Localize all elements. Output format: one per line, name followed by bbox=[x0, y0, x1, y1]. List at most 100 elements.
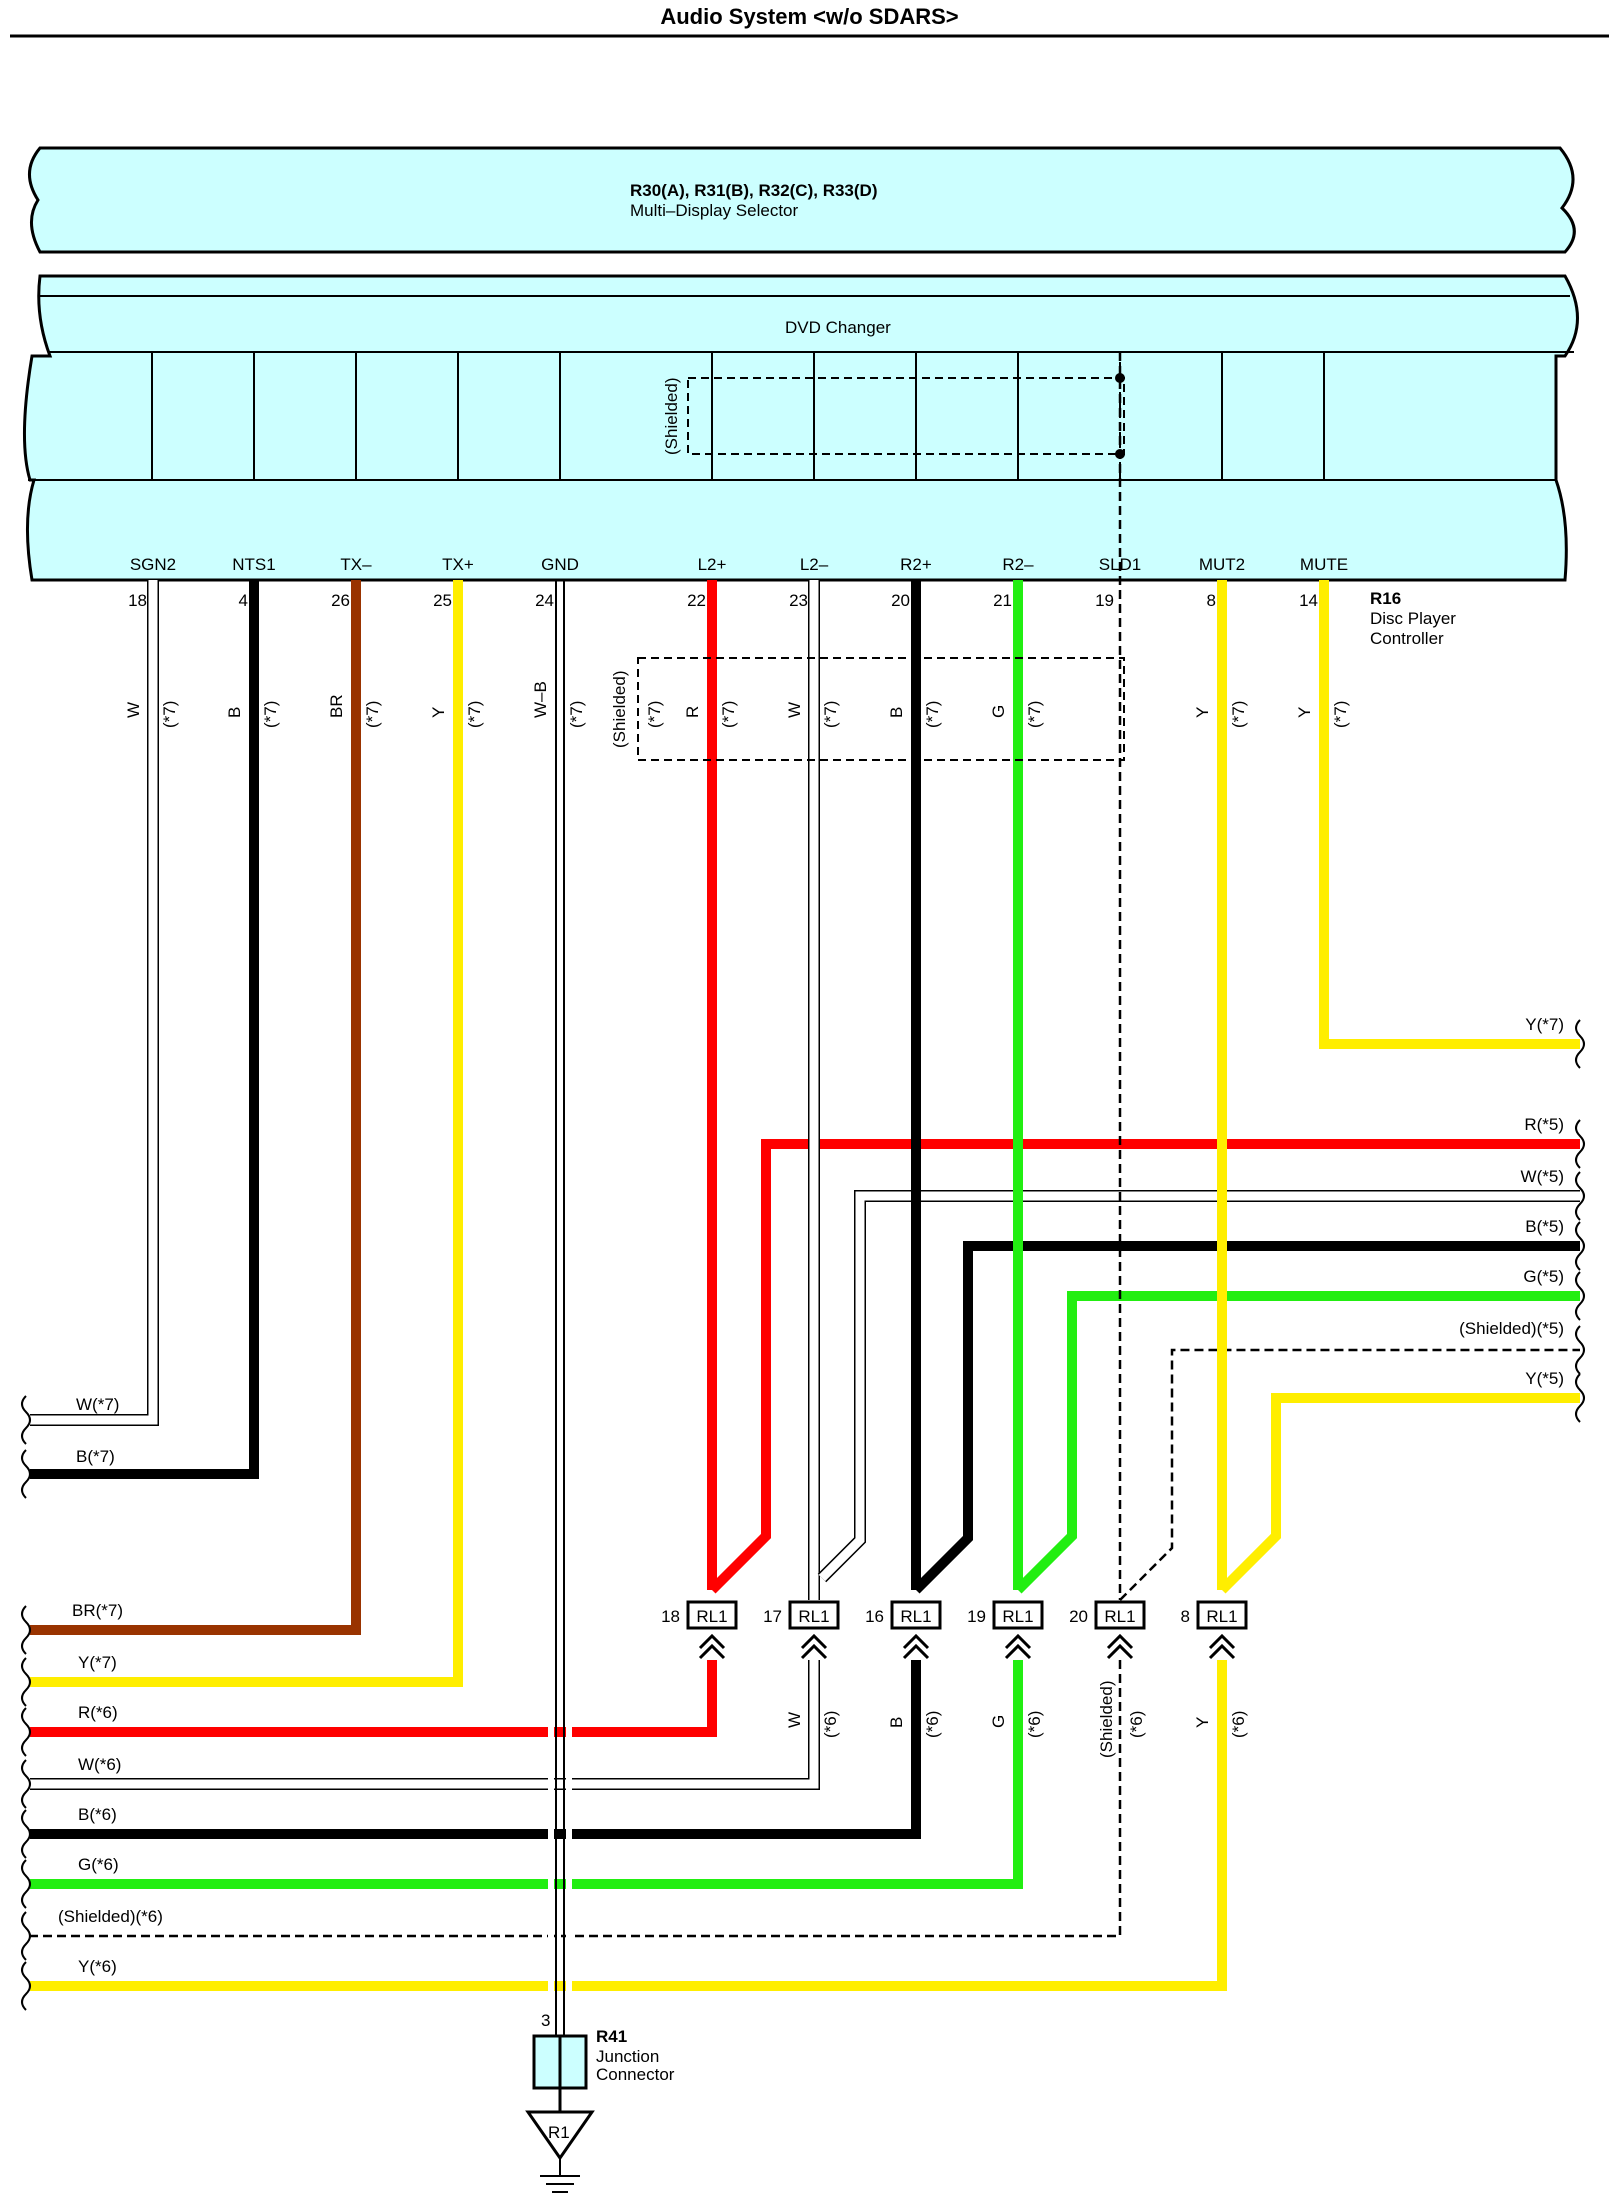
right-exit-label: B(*5) bbox=[1525, 1217, 1564, 1236]
wire-note-label: (*7) bbox=[923, 701, 942, 728]
relay-wire-note: (*6) bbox=[1127, 1711, 1146, 1738]
junction-name-2: Connector bbox=[596, 2065, 675, 2084]
terminal-pin: 21 bbox=[993, 591, 1012, 610]
relay-wire-color: (Shielded) bbox=[1097, 1681, 1116, 1759]
shield-label-lower: (Shielded) bbox=[610, 671, 629, 749]
terminal-labels: SGN218NTS14TX–26TX+25GND24L2+22L2–23R2+2… bbox=[128, 555, 1348, 610]
dvd-shield-label: (Shielded) bbox=[662, 378, 681, 456]
terminal-name: GND bbox=[541, 555, 579, 574]
left-exit-label: R(*6) bbox=[78, 1703, 118, 1722]
break-mark-left bbox=[21, 1449, 31, 1499]
relay-rl1-label: RL1 bbox=[1002, 1607, 1033, 1626]
break-mark-left bbox=[21, 1859, 31, 1909]
terminal-pin: 22 bbox=[687, 591, 706, 610]
wire-shield-6 bbox=[30, 1660, 1122, 1938]
relay-chevron-icon bbox=[902, 1633, 930, 1660]
wire-g-5 bbox=[1014, 1291, 1580, 1594]
relay-wire-color: W bbox=[785, 1712, 804, 1728]
left-exit-label: B(*7) bbox=[76, 1447, 115, 1466]
wire-labels: W(*7)B(*7)BR(*7)Y(*7)W–B(*7)R(*7)W(*7)B(… bbox=[124, 681, 1350, 728]
relay-rl1-box bbox=[890, 1600, 942, 1630]
break-mark-left bbox=[21, 1395, 31, 1445]
wire-mute bbox=[1319, 580, 1580, 1049]
wire-color-label: B bbox=[887, 707, 906, 718]
relay-wire-color: Y bbox=[1193, 1717, 1212, 1728]
right-exit-label: W(*5) bbox=[1521, 1167, 1564, 1186]
wire-note-label: (*7) bbox=[719, 701, 738, 728]
relay-wire-note: (*6) bbox=[821, 1711, 840, 1738]
wire-w-5 bbox=[817, 1190, 1580, 1583]
ground-code: R1 bbox=[548, 2123, 570, 2142]
relay-chevron-icon bbox=[1004, 1633, 1032, 1660]
terminal-name: SGN2 bbox=[130, 555, 176, 574]
relay-rl1-box bbox=[788, 1600, 840, 1630]
terminal-pin: 24 bbox=[535, 591, 554, 610]
relay-wire-color: B bbox=[887, 1717, 906, 1728]
break-mark-left bbox=[21, 1809, 31, 1859]
wire-tx-plus bbox=[30, 580, 463, 1687]
wire-b-5 bbox=[912, 1241, 1580, 1594]
wire-r-5 bbox=[708, 1139, 1580, 1594]
terminal-pin: 20 bbox=[891, 591, 910, 610]
wire-w-5-core bbox=[818, 1191, 1580, 1582]
relay-pin: 19 bbox=[967, 1607, 986, 1626]
terminal-pin: 23 bbox=[789, 591, 808, 610]
relay-rl1-box bbox=[1196, 1600, 1248, 1630]
dvd-changer-name: DVD Changer bbox=[785, 318, 891, 337]
wire-b-6 bbox=[30, 1660, 921, 1839]
wire-g-6 bbox=[30, 1660, 1023, 1889]
wire-color-label: Y bbox=[1193, 707, 1212, 718]
break-mark-right bbox=[1575, 1221, 1585, 1271]
terminal-pin: 18 bbox=[128, 591, 147, 610]
break-mark-right bbox=[1575, 1171, 1585, 1221]
right-exit-label: Y(*7) bbox=[1525, 1015, 1564, 1034]
break-mark-left bbox=[21, 1657, 31, 1707]
relay-rl1-label: RL1 bbox=[1104, 1607, 1135, 1626]
terminal-pin: 4 bbox=[239, 591, 248, 610]
break-mark-right bbox=[1575, 1271, 1585, 1321]
wire-y-6 bbox=[30, 1660, 1227, 1991]
break-mark-left bbox=[21, 1759, 31, 1809]
break-mark-left bbox=[21, 1707, 31, 1757]
relay-rl1-label: RL1 bbox=[1206, 1607, 1237, 1626]
gnd-overdraw bbox=[555, 1700, 565, 2036]
left-exit-label: W(*7) bbox=[76, 1395, 119, 1414]
relay-wire-note: (*6) bbox=[923, 1711, 942, 1738]
right-exit-label: (Shielded)(*5) bbox=[1459, 1319, 1564, 1338]
terminal-name: R2– bbox=[1002, 555, 1034, 574]
terminal-name: NTS1 bbox=[232, 555, 275, 574]
shield-box-lower bbox=[637, 657, 1125, 761]
terminal-name: MUTE bbox=[1300, 555, 1348, 574]
wire-r-6 bbox=[30, 1660, 717, 1737]
wire-note-label: (*7) bbox=[1025, 701, 1044, 728]
terminal-pin: 19 bbox=[1095, 591, 1114, 610]
disc-player-controller-code: R16 bbox=[1370, 589, 1401, 608]
left-exit-label: Y(*6) bbox=[78, 1957, 117, 1976]
multi-display-selector-code: R30(A), R31(B), R32(C), R33(D) bbox=[630, 181, 877, 200]
wire-color-label: Y bbox=[1295, 707, 1314, 718]
left-exit-label: (Shielded)(*6) bbox=[58, 1907, 163, 1926]
right-exit-labels: Y(*7)R(*5)W(*5)B(*5)G(*5)(Shielded)(*5)Y… bbox=[1459, 1015, 1564, 1388]
wire-tx-minus bbox=[30, 580, 361, 1635]
right-exit-label: Y(*5) bbox=[1525, 1369, 1564, 1388]
wire-shield-5 bbox=[1119, 1348, 1580, 1601]
relay-chevron-icon bbox=[698, 1633, 726, 1660]
wire-color-label: B bbox=[225, 707, 244, 718]
break-mark-right bbox=[1575, 1119, 1585, 1169]
relay-rl1-box bbox=[686, 1600, 738, 1630]
wire-color-label: R bbox=[683, 706, 702, 718]
wire-sgn2-core bbox=[30, 580, 158, 1425]
terminal-name: TX– bbox=[340, 555, 372, 574]
terminal-name: L2+ bbox=[698, 555, 727, 574]
terminal-pin: 26 bbox=[331, 591, 350, 610]
wire-note-label: (*7) bbox=[567, 701, 586, 728]
wire-y-5 bbox=[1218, 1393, 1580, 1594]
right-exit-label: R(*5) bbox=[1524, 1115, 1564, 1134]
terminal-pin: 14 bbox=[1299, 591, 1318, 610]
relay-pin: 18 bbox=[661, 1607, 680, 1626]
multi-display-selector-box bbox=[28, 146, 1576, 254]
terminal-name: TX+ bbox=[442, 555, 474, 574]
left-exit-label: Y(*7) bbox=[78, 1653, 117, 1672]
gnd-gap bbox=[548, 1700, 572, 2036]
